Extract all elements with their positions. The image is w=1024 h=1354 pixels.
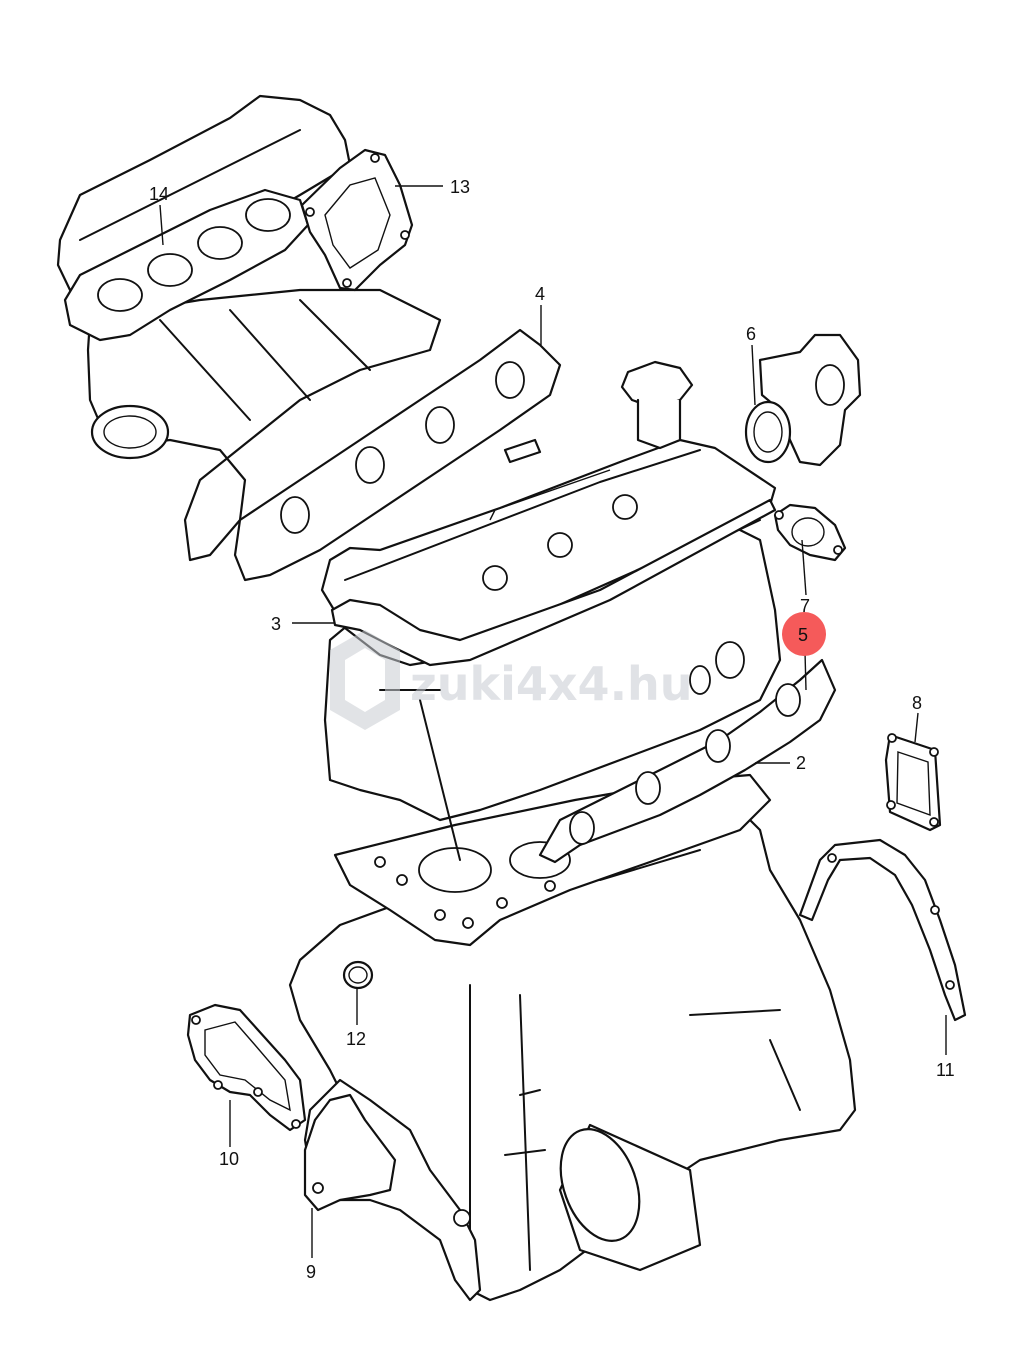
part-8-square-gasket: [884, 733, 942, 832]
callout-14: 14: [149, 184, 169, 204]
part-6-gasket: [744, 400, 792, 464]
breather-hose: [503, 438, 542, 464]
watermark-text: zuki4x4.hu: [410, 657, 693, 711]
part-9-cover-gasket: [303, 1093, 397, 1212]
callout-4: 4: [535, 284, 545, 304]
callout-3: 3: [271, 614, 281, 634]
part-4-intake-manifold-gasket: [233, 328, 562, 582]
callout-9: 9: [306, 1262, 316, 1282]
callouts: 14 13 4 6 7 5 3 2 8 11 12 10 9: [149, 177, 955, 1282]
callout-5-highlight: [782, 612, 826, 656]
callout-2: 2: [796, 753, 806, 773]
watermark-logo: [330, 630, 400, 730]
watermark: zuki4x4.hu: [330, 630, 693, 730]
part-14-plenum-gasket: [63, 188, 310, 342]
callout-5: 5: [798, 625, 808, 645]
callout-11: 11: [936, 1060, 955, 1080]
callout-12: 12: [346, 1029, 366, 1049]
part-2-exhaust-manifold-gasket: [538, 658, 837, 864]
oil-filler-cap: [620, 360, 694, 450]
part-11-timing-cover-gasket: [798, 838, 967, 1022]
part-10-water-pump-gasket: [186, 1003, 307, 1132]
part-12-o-ring: [342, 960, 374, 990]
callout-6: 6: [746, 324, 756, 344]
part-7-outlet-gasket: [773, 503, 847, 562]
callout-13: 13: [450, 177, 470, 197]
intake-manifold: [86, 288, 442, 562]
leader-lines: [159, 185, 947, 1258]
callout-7: 7: [800, 596, 810, 616]
part-13-throttle-gasket: [300, 148, 414, 292]
callout-10: 10: [219, 1149, 239, 1169]
callout-8: 8: [912, 693, 922, 713]
oil-filter: [558, 1123, 702, 1272]
